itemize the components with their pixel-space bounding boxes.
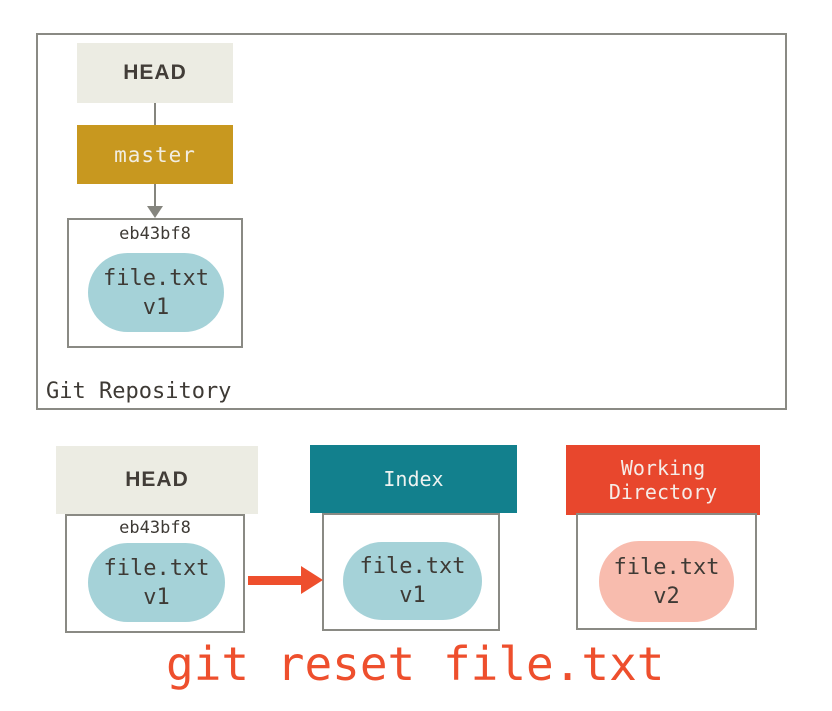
- git-repository-label: Git Repository: [46, 379, 232, 404]
- file-name: file.txt: [613, 554, 720, 580]
- master-branch-label: master: [114, 142, 196, 167]
- head-ref-box: HEAD: [77, 43, 233, 103]
- master-to-commit-connector: [154, 184, 156, 206]
- file-blob-v2: file.txt v2: [599, 541, 734, 622]
- commit-box: eb43bf8 file.txt v1: [67, 218, 243, 348]
- master-branch-box: master: [77, 125, 233, 184]
- file-name: file.txt: [359, 554, 466, 579]
- file-name: file.txt: [103, 265, 209, 291]
- file-version: v1: [143, 584, 170, 610]
- index-column-title: Index: [383, 467, 444, 491]
- working-directory-title-line2: Directory: [608, 480, 718, 504]
- file-blob-v1: file.txt v1: [88, 543, 225, 622]
- file-version: v1: [142, 294, 170, 320]
- file-name: file.txt: [103, 555, 210, 581]
- working-directory-column-box: file.txt v2: [576, 513, 757, 630]
- arrow-down-icon: [147, 206, 163, 218]
- head-ref-label: HEAD: [123, 61, 187, 84]
- file-blob-v1: file.txt v1: [88, 253, 224, 332]
- index-column-header: Index: [310, 445, 517, 513]
- commit-id: eb43bf8: [119, 518, 191, 538]
- file-blob-v1: file.txt v1: [343, 542, 482, 620]
- head-column-box: eb43bf8 file.txt v1: [65, 514, 245, 633]
- head-column-header: HEAD: [56, 446, 258, 514]
- file-version: v1: [399, 583, 426, 608]
- head-column-title: HEAD: [125, 468, 189, 491]
- command-caption: git reset file.txt: [166, 637, 665, 691]
- arrow-right-icon: [301, 566, 323, 594]
- head-to-master-connector: [154, 103, 156, 125]
- working-directory-column-header: Working Directory: [566, 445, 760, 515]
- file-version: v2: [653, 583, 680, 609]
- reset-arrow-shaft: [248, 576, 301, 585]
- index-column-box: file.txt v1: [322, 513, 500, 631]
- working-directory-title-line1: Working: [620, 456, 706, 480]
- commit-id: eb43bf8: [119, 224, 191, 244]
- git-repository-box: HEAD master eb43bf8 file.txt v1 Git Repo…: [36, 33, 787, 410]
